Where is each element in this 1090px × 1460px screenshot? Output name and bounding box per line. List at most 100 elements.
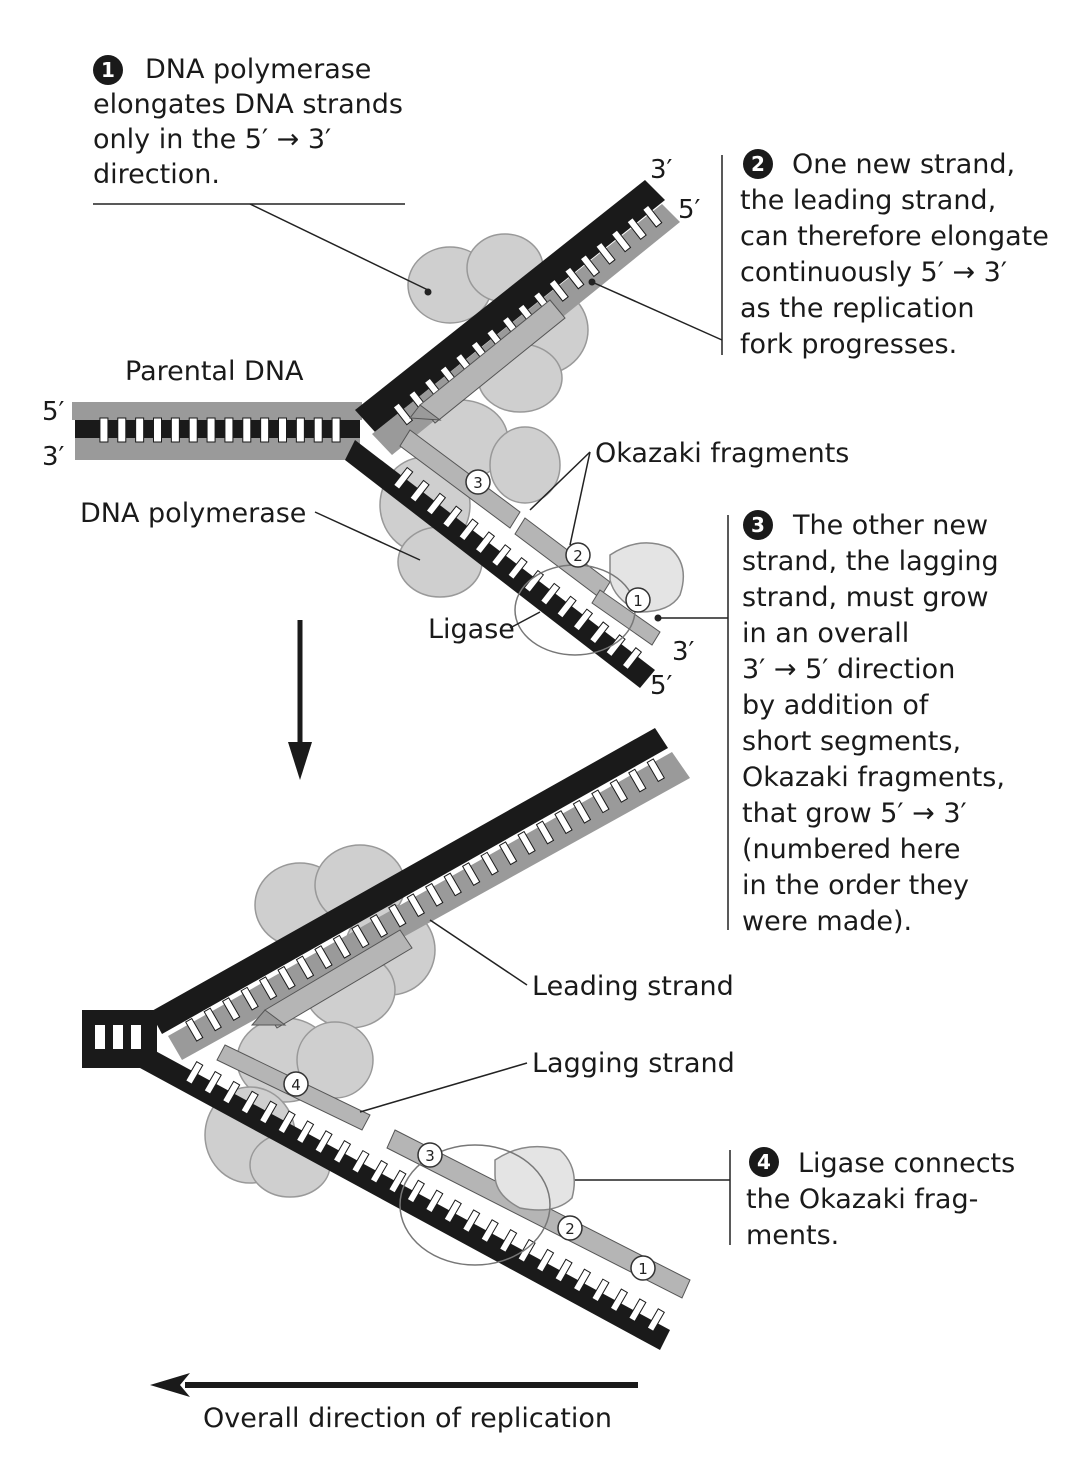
base-pair — [579, 254, 601, 278]
svg-text:Leading strand: Leading strand — [532, 971, 734, 1002]
base-pair — [461, 862, 481, 886]
base-pair — [242, 417, 252, 443]
base-pair — [331, 417, 341, 443]
base-pair — [221, 1080, 241, 1105]
base-pair — [388, 1169, 407, 1194]
base-pair — [626, 217, 647, 241]
svg-text:fork progresses.: fork progresses. — [740, 329, 957, 360]
bottom-fork: 4 3 2 1 — [82, 728, 691, 1350]
label-overall-direction: Overall direction of replication — [203, 1403, 612, 1434]
base-pair — [588, 621, 610, 645]
base-pair — [554, 1258, 573, 1283]
step-4-badge — [749, 1147, 779, 1177]
svg-text:Ligase connects: Ligase connects — [798, 1148, 1015, 1179]
base-pair — [646, 1308, 665, 1333]
svg-text:that grow 5′ → 3′: that grow 5′ → 3′ — [742, 798, 967, 829]
svg-text:as the replication: as the replication — [740, 293, 974, 324]
overall-direction-arrow — [150, 1373, 638, 1397]
label-leading-strand: Leading strand — [429, 919, 734, 1002]
end-label-lower-5prime: 5′ — [650, 671, 673, 701]
end-label-parent-5prime: 5′ — [42, 397, 65, 427]
base-pair — [170, 417, 180, 443]
base-pair — [539, 582, 561, 606]
base-pair — [406, 893, 425, 918]
top-fork: 3 2 1 3′ 5′ 5′ 3′ 3′ 5′ — [42, 155, 701, 701]
base-pair — [369, 914, 389, 938]
base-pair — [206, 417, 216, 443]
base-pair — [595, 241, 616, 265]
fragment-number-4-bottom: 4 — [283, 1071, 309, 1097]
end-label-upper-5prime: 5′ — [678, 195, 701, 225]
base-pair — [277, 965, 296, 990]
svg-text:Okazaki fragments: Okazaki fragments — [595, 438, 849, 469]
base-pair — [425, 1189, 444, 1214]
svg-text:short segments,: short segments, — [742, 726, 961, 757]
base-pair — [153, 417, 162, 443]
base-pair — [517, 830, 536, 855]
label-ligase: Ligase — [428, 611, 541, 645]
svg-text:DNA polymerase: DNA polymerase — [80, 498, 306, 529]
step-1-badge — [93, 55, 123, 85]
base-pair — [621, 647, 643, 671]
lower-arm — [345, 429, 661, 688]
base-pair — [351, 1149, 370, 1174]
svg-text:DNA polymerase: DNA polymerase — [145, 54, 371, 85]
step-3-badge — [743, 510, 773, 540]
base-pair — [332, 1140, 352, 1164]
base-pair — [392, 402, 414, 426]
svg-text:elongates DNA strands: elongates DNA strands — [93, 89, 403, 120]
svg-text:3: 3 — [751, 513, 765, 537]
base-pair — [641, 204, 663, 228]
base-pair — [240, 986, 259, 1011]
svg-text:4: 4 — [757, 1150, 771, 1174]
base-pair — [480, 1219, 499, 1244]
svg-text:3: 3 — [473, 474, 483, 492]
svg-text:direction.: direction. — [93, 159, 220, 190]
label-lagging-strand: Lagging strand — [359, 1048, 735, 1113]
svg-text:1: 1 — [101, 58, 115, 82]
base-pair — [535, 1248, 555, 1273]
step-2-caption: 2 One new strand, the leading strand, ca… — [588, 149, 1049, 360]
base-pair — [224, 417, 234, 443]
label-okazaki-fragments: Okazaki fragments — [529, 438, 849, 546]
base-pair — [185, 1060, 204, 1085]
end-label-upper-3prime: 3′ — [650, 155, 673, 185]
base-pair — [99, 417, 109, 443]
base-pair — [425, 492, 447, 516]
ligase-bottom — [494, 1145, 575, 1211]
svg-text:can therefore elongate: can therefore elongate — [740, 221, 1049, 252]
base-pair — [609, 1288, 629, 1313]
progression-arrow — [288, 620, 312, 780]
base-pair — [409, 479, 430, 503]
svg-text:Lagging strand: Lagging strand — [532, 1048, 735, 1079]
base-pair — [332, 934, 352, 959]
base-pair — [240, 1090, 259, 1115]
svg-text:2: 2 — [565, 1220, 575, 1238]
base-pair — [441, 505, 463, 529]
base-pair — [646, 758, 665, 783]
base-pair — [572, 1268, 592, 1293]
base-pair — [185, 1017, 204, 1042]
svg-text:Ligase: Ligase — [428, 614, 515, 645]
base-pair — [507, 556, 528, 581]
base-pair — [628, 768, 647, 793]
base-pair — [564, 266, 585, 290]
svg-text:in the order they: in the order they — [742, 870, 969, 901]
svg-text:ments.: ments. — [746, 1220, 839, 1251]
svg-text:the leading strand,: the leading strand, — [740, 185, 996, 216]
base-pair — [591, 789, 610, 814]
end-label-parent-3prime: 3′ — [42, 442, 65, 472]
base-pair — [351, 924, 370, 949]
base-pair — [278, 417, 287, 443]
base-pair — [203, 1007, 222, 1032]
step-3-caption: 3 The other new strand, the lagging stra… — [654, 510, 1005, 937]
base-pair — [556, 595, 577, 619]
base-pair — [388, 903, 407, 928]
base-pair — [591, 1278, 610, 1303]
svg-text:3′ → 5′ direction: 3′ → 5′ direction — [742, 654, 955, 685]
base-pair — [260, 417, 270, 443]
label-dna-polymerase: DNA polymerase — [80, 498, 421, 561]
base-pair — [277, 1110, 296, 1135]
